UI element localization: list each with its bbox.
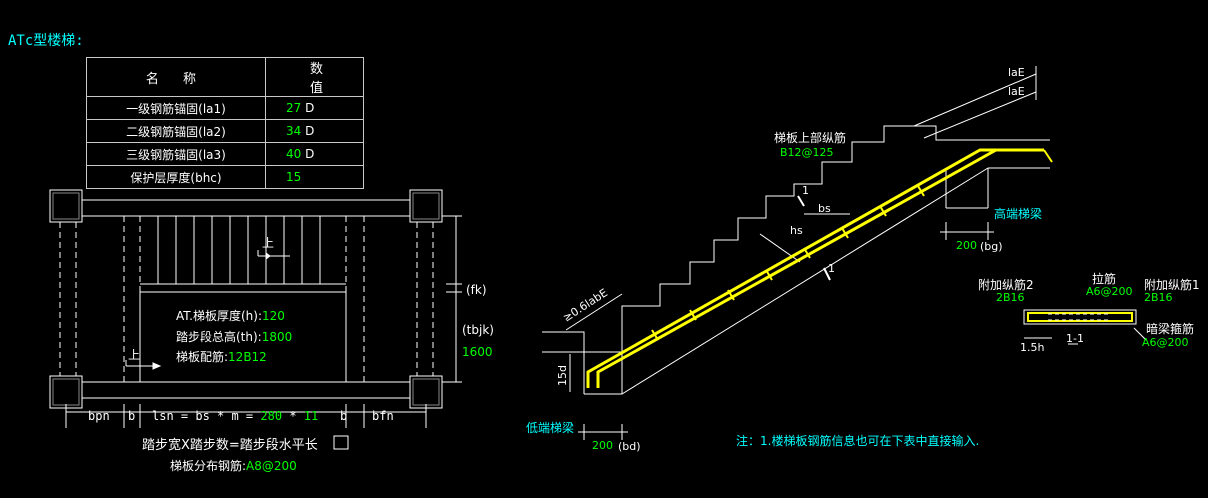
15d-label: 15d (556, 365, 569, 386)
extra-rebar-1-value[interactable]: 2B16 (1144, 291, 1173, 304)
upper-rebar-value[interactable]: B12@125 (780, 146, 834, 159)
parameter-table: 名 称 数 值 一级钢筋锚固(la1) 27 D 二级钢筋锚固(la2) 34 … (86, 57, 364, 189)
row-value-cell[interactable]: 15 (265, 165, 364, 189)
tbjk-value[interactable]: 1600 (462, 345, 493, 359)
plan-columns (49, 189, 443, 409)
column-header-name: 名 称 (86, 57, 266, 97)
stair-profile (542, 125, 1050, 353)
row-value[interactable]: 15 (286, 170, 302, 184)
table-row: 二级钢筋锚固(la2) 34 D (86, 119, 364, 143)
row-unit: D (305, 147, 315, 161)
row-unit: D (305, 101, 315, 115)
row-name: 保护层厚度(bhc) (86, 165, 266, 189)
bd-label: (bd) (618, 440, 641, 453)
section-view (542, 66, 1053, 440)
note-text: 注：1.楼梯板钢筋信息也可在下表中直接输入. (736, 434, 980, 448)
cut-mark-lower: 1 (828, 262, 835, 275)
hs-label: hs (790, 224, 803, 237)
table-row: 保护层厚度(bhc) 15 (86, 165, 364, 189)
row-value[interactable]: 34 (286, 124, 302, 138)
distribution-rebar (651, 185, 925, 341)
bg-value[interactable]: 200 (956, 239, 977, 252)
thickness-value[interactable]: 120 (262, 309, 285, 323)
dim-b-left: b (128, 409, 136, 423)
rebar-row: 梯板配筋:12B12 (176, 348, 267, 365)
extra-rebar-2-value[interactable]: 2B16 (996, 291, 1025, 304)
thickness-label: AT.梯板厚度(h): (176, 309, 263, 323)
plan-view (49, 189, 462, 450)
distribution-row: 梯板分布钢筋:A8@200 (170, 457, 297, 474)
rebar-label: 梯板配筋: (176, 350, 229, 364)
height-label: 踏步段总高(th): (176, 330, 262, 344)
plan-treads (157, 216, 321, 284)
dim-bs-value[interactable]: 280 (260, 409, 283, 423)
laE-outer-label: laE (1008, 66, 1025, 79)
upper-rebar (586, 148, 1044, 388)
thickness-row: AT.梯板厚度(h):120 (176, 307, 285, 324)
dim-bfn: bfn (372, 409, 394, 423)
column-header-value: 数 值 (265, 57, 364, 97)
bs-label: bs (818, 202, 831, 215)
high-beam-label: 高端梯梁 (994, 206, 1042, 221)
row-value-cell[interactable]: 34 D (265, 119, 364, 143)
table-row: 一级钢筋锚固(la1) 27 D (86, 96, 364, 120)
rebar-value[interactable]: 12B12 (228, 350, 267, 364)
row-value[interactable]: 27 (286, 101, 302, 115)
row-name: 二级钢筋锚固(la2) (86, 119, 266, 143)
dim-bpn: bpn (88, 409, 110, 423)
drawing-title: ATc型楼梯: (8, 33, 84, 49)
distribution-value[interactable]: A8@200 (246, 459, 297, 473)
dim-lsn-formula: lsn = bs * m = (152, 409, 254, 423)
dim-1-5h: 1.5h (1020, 341, 1044, 354)
dim-m-value[interactable]: 11 (303, 409, 319, 423)
detail-section (1023, 309, 1147, 345)
hidden-beam-value[interactable]: A6@200 (1142, 336, 1189, 349)
formula-label: 踏步宽X踏步数=踏步段水平长 (142, 438, 318, 453)
upper-rebar-label: 梯板上部纵筋 (774, 130, 846, 145)
fk-label: (fk) (466, 283, 487, 297)
lower-rebar (596, 148, 997, 388)
hidden-beam-label: 暗梁箍筋 (1146, 321, 1194, 336)
cut-mark-upper: 1 (802, 184, 809, 197)
height-value[interactable]: 1800 (261, 330, 293, 344)
dim-b-right: b (340, 409, 348, 423)
extra-rebar-2-label: 附加纵筋2 (978, 277, 1034, 292)
distribution-label: 梯板分布钢筋: (170, 459, 247, 473)
bg-label: (bg) (980, 240, 1003, 253)
height-row: 踏步段总高(th):1800 (176, 328, 292, 345)
table-header-row: 名 称 数 值 (86, 57, 364, 97)
row-value[interactable]: 40 (286, 147, 302, 161)
row-unit: D (305, 124, 315, 138)
bd-value[interactable]: 200 (592, 439, 613, 452)
tie-value[interactable]: A6@200 (1086, 285, 1133, 298)
laE-inner-label: laE (1008, 85, 1025, 98)
anchor-length-label: ≥0.6labE (561, 286, 610, 324)
tbjk-label: (tbjk) (462, 323, 494, 337)
extra-rebar-1-label: 附加纵筋1 (1144, 277, 1200, 292)
dim-times: * (289, 409, 297, 423)
tie-label: 拉筋 (1092, 271, 1116, 286)
section-id-label: 1-1 (1066, 332, 1084, 345)
row-value-cell[interactable]: 27 D (265, 96, 364, 120)
up-arrow-label-top: 上 (262, 236, 275, 250)
dim-lsn: lsn = bs * m = 280 * 11 (152, 409, 318, 423)
low-beam-label: 低端梯梁 (526, 420, 574, 435)
up-arrow-label-bottom: 上 (128, 348, 141, 362)
